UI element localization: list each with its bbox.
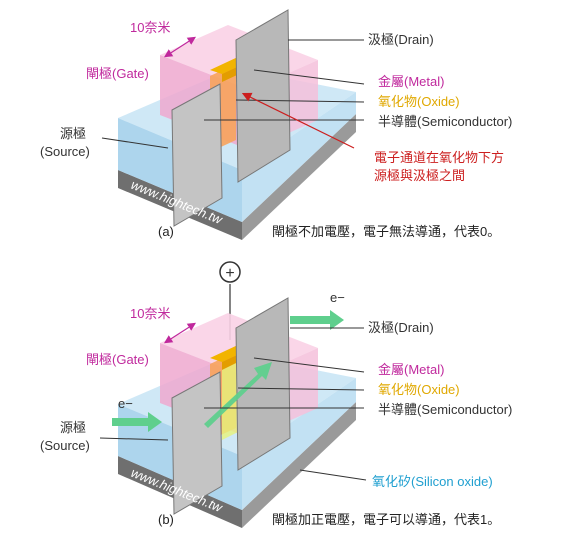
oxide-label: 氧化物(Oxide) xyxy=(378,382,460,397)
channel-arrow xyxy=(241,92,355,149)
electron-flow-arrows xyxy=(112,310,344,432)
metal-label: 金屬(Metal) xyxy=(378,362,444,377)
drain-plate xyxy=(235,297,291,471)
semiconductor-label: 半導體(Semiconductor) xyxy=(378,402,512,417)
source-label-line2: (Source) xyxy=(40,144,90,159)
channel-note-line2: 源極與汲極之間 xyxy=(374,168,465,183)
source-leader xyxy=(101,137,169,149)
channel-note-line1: 電子通道在氧化物下方 xyxy=(374,150,504,165)
figure-a: 10奈米 閘極(Gate) 汲極(Drain) 金屬(Metal) 氧化物(Ox… xyxy=(40,9,512,240)
caption: 閘極不加電壓，電子無法導通，代表0。 xyxy=(272,224,500,239)
drain-label: 汲極(Drain) xyxy=(368,320,434,335)
metal-label: 金屬(Metal) xyxy=(378,74,444,89)
source-label-line2: (Source) xyxy=(40,438,90,453)
gate-label: 閘極(Gate) xyxy=(86,66,149,81)
silicon-oxide-leader xyxy=(299,469,367,481)
electron-out-label: e− xyxy=(330,290,345,305)
semiconductor-label: 半導體(Semiconductor) xyxy=(378,114,512,129)
panel-letter: (b) xyxy=(158,512,174,527)
panel-letter: (a) xyxy=(158,224,174,239)
plus-symbol: + xyxy=(225,265,234,282)
metal-leader xyxy=(253,69,365,85)
scale-arrow xyxy=(163,322,197,344)
silicon-oxide-label: 氧化矽(Silicon oxide) xyxy=(372,474,493,489)
drain-label: 汲極(Drain) xyxy=(368,32,434,47)
metal-leader xyxy=(253,357,365,373)
scale-label: 10奈米 xyxy=(130,306,170,321)
source-label-line1: 源極 xyxy=(60,126,86,141)
scale-arrow xyxy=(163,36,197,58)
caption: 閘極加正電壓，電子可以導通，代表1。 xyxy=(272,512,500,527)
electron-channel-arrow xyxy=(204,362,272,428)
gate-label: 閘極(Gate) xyxy=(86,352,149,367)
figure-b: + xyxy=(40,261,512,528)
source-leader xyxy=(99,437,169,441)
drain-plate xyxy=(235,9,291,183)
electron-in-label: e− xyxy=(118,396,133,411)
positive-voltage-icon xyxy=(219,261,241,283)
scale-label: 10奈米 xyxy=(130,20,170,35)
oxide-label: 氧化物(Oxide) xyxy=(378,94,460,109)
oxide-leader xyxy=(237,387,365,391)
electron-in-arrow xyxy=(112,412,162,432)
source-label-line1: 源極 xyxy=(60,420,86,435)
electron-out-arrow xyxy=(290,310,344,330)
